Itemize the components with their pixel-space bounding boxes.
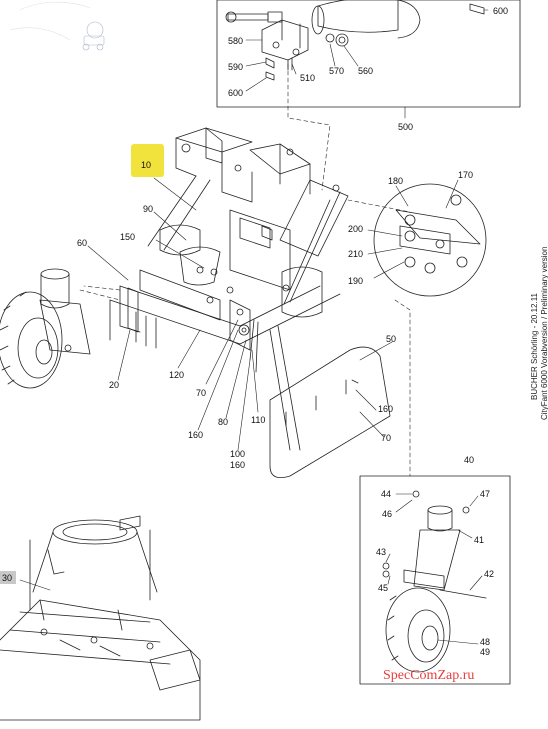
part-label: 48 — [480, 637, 491, 647]
caster-wheel-left — [0, 268, 91, 389]
part-label: 90 — [143, 204, 154, 214]
top-detail-box — [216, 0, 521, 108]
part-label: 160 — [188, 430, 204, 440]
part-label: 60 — [77, 238, 88, 248]
bottom-detail-box — [359, 475, 511, 685]
part-label: 45 — [378, 583, 389, 593]
part-label: 210 — [348, 249, 364, 259]
part-label: 190 — [348, 276, 364, 286]
part-label: 44 — [381, 489, 392, 499]
callout-label: 10 — [141, 160, 152, 170]
part-label: 49 — [480, 647, 491, 657]
part-label: 41 — [474, 535, 485, 545]
side-text-line1: BUCHER Schörling - 20.12.11 — [530, 292, 539, 400]
part-label: 510 — [300, 73, 316, 83]
part-label: 42 — [484, 569, 495, 579]
detail-circle — [373, 183, 487, 297]
hopper-30 — [0, 515, 201, 721]
part-label: 50 — [386, 334, 397, 344]
part-label: 560 — [358, 66, 374, 76]
part-label: 160 — [378, 404, 394, 414]
part-label: 600 — [228, 88, 244, 98]
part-label: 100 — [230, 449, 246, 459]
part-label: 170 — [458, 170, 474, 180]
callout-30: 30 — [0, 571, 16, 584]
part-label: 500 — [398, 122, 414, 132]
part-label: 590 — [228, 62, 244, 72]
part-label: 600 — [493, 6, 509, 16]
part-label: 570 — [329, 66, 345, 76]
logo-mascot-icon — [9, 1, 105, 51]
part-label: 40 — [464, 455, 475, 465]
top-assembly — [225, 0, 485, 81]
main-frame — [109, 127, 349, 451]
part-label: 20 — [109, 380, 120, 390]
part-label: 47 — [480, 489, 491, 499]
side-text-line2: CityFant 6000 Vorabversion / Preliminary… — [540, 246, 548, 420]
part-label: 70 — [196, 388, 207, 398]
detail-circle-parts — [395, 194, 481, 274]
part-label: 80 — [218, 417, 229, 427]
plate-50 — [269, 346, 391, 479]
part-label: 46 — [382, 509, 393, 519]
part-label: 160 — [230, 460, 246, 470]
part-label: 43 — [376, 547, 387, 557]
part-label: 200 — [348, 224, 364, 234]
part-label: 120 — [169, 370, 185, 380]
part-label: 70 — [381, 433, 392, 443]
bottom-caster-assembly — [382, 490, 487, 673]
highlight-callout-10: 10 — [131, 144, 164, 177]
callout-label: 30 — [2, 573, 13, 583]
part-label: 150 — [120, 232, 136, 242]
part-label: 580 — [228, 36, 244, 46]
part-label: 180 — [388, 176, 404, 186]
watermark-text: SpecComZap.ru — [383, 668, 475, 683]
part-label: 110 — [251, 415, 266, 425]
